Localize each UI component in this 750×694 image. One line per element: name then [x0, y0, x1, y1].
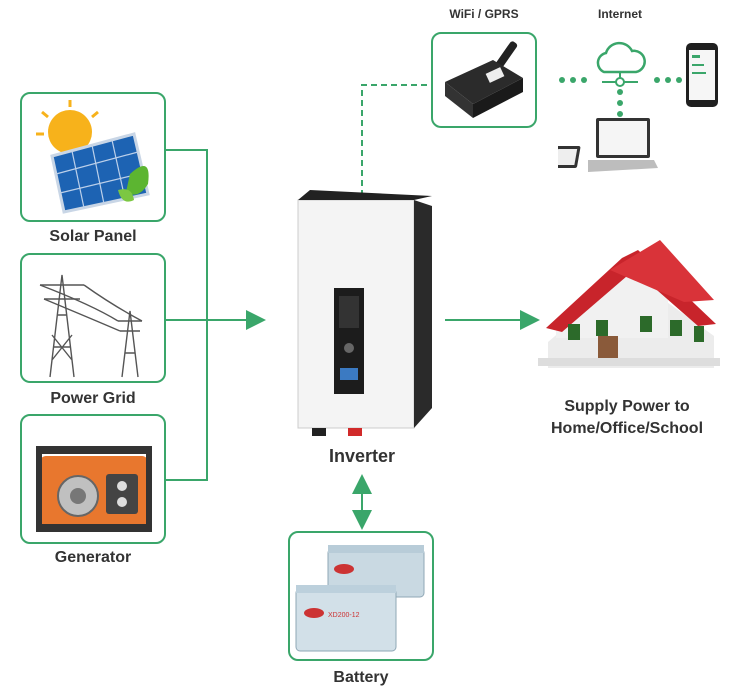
wifi-dashed-line	[361, 84, 431, 196]
output-label-line1: Supply Power to	[564, 398, 690, 415]
generator-box	[20, 414, 166, 544]
laptop-icon	[558, 118, 658, 172]
source-bus-line	[165, 149, 208, 481]
house-icon	[538, 240, 720, 368]
wifi-label: WiFi / GPRS	[449, 7, 519, 21]
wifi-dongle-icon	[445, 41, 523, 118]
solar-panel-label: Solar Panel	[49, 228, 137, 245]
power-grid-box	[20, 253, 166, 383]
inverter-label: Inverter	[328, 446, 396, 466]
solar-panel-box	[20, 92, 166, 222]
phone-icon	[686, 43, 718, 107]
battery-box: XD200-12	[288, 531, 434, 661]
output-label: Supply Power to Home/Office/School	[536, 396, 718, 440]
inverter-icon	[297, 190, 432, 436]
power-tower-icon	[39, 274, 143, 378]
solar-panel-icon	[36, 100, 150, 214]
internet-label: Internet	[597, 7, 642, 21]
battery-brand-text: XD200-12	[328, 612, 360, 619]
cloud-icon	[596, 41, 646, 87]
output-label-line2: Home/Office/School	[550, 420, 704, 437]
battery-label: Battery	[333, 669, 389, 686]
generator-icon	[36, 446, 152, 532]
battery-icon: XD200-12	[295, 545, 425, 652]
dotted-links	[559, 77, 682, 117]
wifi-box	[431, 32, 537, 128]
power-grid-label: Power Grid	[50, 390, 136, 407]
generator-label: Generator	[54, 549, 132, 566]
